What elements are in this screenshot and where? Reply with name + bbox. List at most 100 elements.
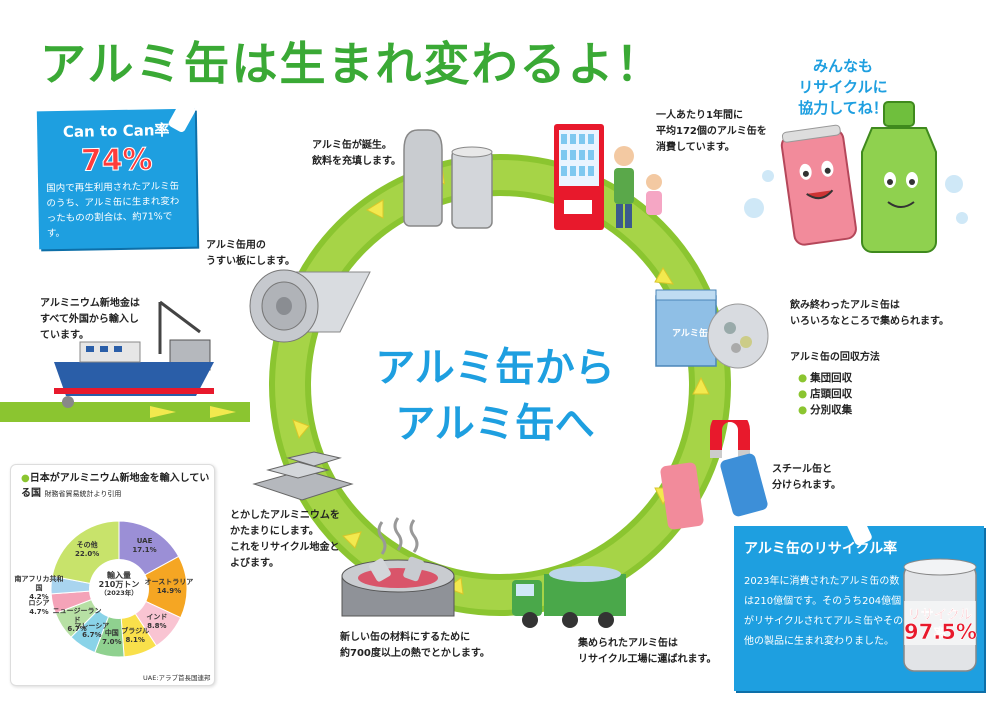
cargo-ship-illustration <box>54 300 214 408</box>
pie-slice-name: インド <box>146 612 168 621</box>
vending-machine-illustration <box>554 124 662 230</box>
pie-slice-value: 6.7% <box>67 625 87 634</box>
step-text: よびます。 <box>230 558 279 569</box>
pie-slice-value: 7.0% <box>102 638 122 647</box>
step-sort-label: スチール缶と 分けられます。 <box>772 462 841 494</box>
pie-center-text: （2023年） <box>100 589 138 597</box>
list-item: 分別収集 <box>798 402 852 418</box>
bin-label: アルミ缶 <box>672 329 708 339</box>
pie-slice <box>117 555 188 619</box>
center-line: アルミ缶から <box>375 345 615 391</box>
import-arrow <box>0 402 250 422</box>
step-transport-label: 集められたアルミ缶は リサイクル工場に運ばれます。 <box>578 636 717 668</box>
pie-slice-name: 中国 <box>104 629 119 638</box>
collection-bin-illustration <box>655 289 769 369</box>
pie-center-text: 210万トン <box>98 580 140 589</box>
step-text: リサイクル工場に運ばれます。 <box>578 654 717 665</box>
pie-slice-name: マレーシア <box>74 621 110 630</box>
pie-note: UAE:アラブ首長国連邦 <box>143 674 211 682</box>
step-text: 飲料を充填します。 <box>312 156 401 167</box>
step-text: アルミ缶用の <box>206 240 266 251</box>
pie-slice-name: ニュージーランド <box>52 607 102 625</box>
pie-slice-value: 8.8% <box>147 621 167 630</box>
pie-center-label: 輸入量 210万トン （2023年） <box>89 571 149 598</box>
step-text: 飲み終わったアルミ缶は <box>790 300 900 311</box>
aluminum-roll-illustration <box>249 269 371 343</box>
pie-source: 財務省貿易統計より引用 <box>44 490 122 498</box>
recycle-rate-desc: 2023年に消費されたアルミ缶の数は210億個です。そのうち204億個がリサイク… <box>744 576 904 647</box>
pie-slice-value: 6.7% <box>82 630 102 639</box>
pie-slice-name: オーストラリア <box>144 578 194 587</box>
pie-slice-name: UAE <box>136 537 153 546</box>
ingot-illustration <box>252 451 354 501</box>
magnet-sorting-illustration <box>660 420 768 530</box>
step-text: 約700度以上の熱でとかします。 <box>340 648 490 659</box>
step-text: かたまりにします。 <box>230 526 319 537</box>
step-melt-label: 新しい缶の材料にするために 約700度以上の熱でとかします。 <box>340 630 490 662</box>
cheer-line: リサイクルに <box>798 78 888 96</box>
can-to-can-desc: 国内で再生利用されたアルミ缶のうち、アルミ缶に生まれ変わったものの割合は、約71… <box>46 180 180 240</box>
list-item: 集団回収 <box>798 370 852 386</box>
step-text: うすい板にします。 <box>206 256 295 267</box>
step-text: 新しい缶の材料にするために <box>340 632 471 643</box>
step-text: 平均172個のアルミ缶を <box>656 126 767 137</box>
step-text: スチール缶と <box>772 464 832 475</box>
pie-slice-name: ブラジル <box>121 627 150 636</box>
pie-title-text: 日本がアルミニウム新地金を輸入している国 <box>21 473 210 499</box>
center-message: アルミ缶から アルミ缶へ <box>345 340 645 452</box>
bullet-icon: ● <box>21 473 30 484</box>
pie-slice-value: 8.1% <box>125 636 145 645</box>
cheer-line: 協力してね！ <box>798 99 888 117</box>
step-text: 分けられます。 <box>772 480 841 491</box>
step-text: アルミニウム新地金は <box>40 298 140 309</box>
step-text: 一人あたり1年間に <box>656 110 743 121</box>
recycle-rate-value: 97.5% <box>904 620 977 645</box>
recycle-rate-label: リサイクル率 <box>907 608 973 642</box>
pie-slice-value: 4.2% <box>29 592 49 601</box>
step-text: すべて外国から輸入し <box>40 314 139 325</box>
center-line: アルミ缶へ <box>395 401 595 447</box>
step-import-label: アルミニウム新地金は すべて外国から輸入し ています。 <box>40 296 140 344</box>
pie-title: ●日本がアルミニウム新地金を輸入している国 財務省貿易統計より引用 <box>21 471 216 502</box>
step-text: アルミ缶が誕生。 <box>312 140 392 151</box>
cheer-text: みんなも リサイクルに 協力してね！ <box>788 56 898 119</box>
cheer-line: みんなも <box>812 57 873 75</box>
step-ingot-label: とかしたアルミニウムを かたまりにします。 これをリサイクル地金と よびます。 <box>230 508 340 572</box>
recycle-can-illustration <box>903 558 977 672</box>
can-to-can-value: 74% <box>80 142 153 179</box>
step-sheet-label: アルミ缶用の うすい板にします。 <box>206 238 295 270</box>
pie-slice-name: その他 <box>76 541 98 550</box>
recycle-rate-card: アルミ缶のリサイクル率 2023年に消費されたアルミ缶の数は210億個です。その… <box>734 513 984 691</box>
step-text: いろいろなところで集められます。 <box>790 316 949 327</box>
mascot-cans-illustration <box>744 101 968 253</box>
pie-center-text: 輸入量 <box>107 571 131 580</box>
pie-slice-value: 4.7% <box>29 608 49 617</box>
page-title: アルミ缶は生まれ変わるよ！ <box>40 37 664 91</box>
pie-slice-name: 南アフリカ共和国 <box>14 574 64 592</box>
step-text: 集められたアルミ缶は <box>578 638 678 649</box>
can-to-can-card: Can to Can率 74% 国内で再生利用されたアルミ缶のうち、アルミ缶に生… <box>36 100 198 250</box>
step-text: 消費しています。 <box>656 142 735 153</box>
list-item: 店頭回収 <box>798 386 852 402</box>
step-text: ています。 <box>40 330 89 341</box>
truck-illustration <box>512 566 626 628</box>
import-pie-card: ●日本がアルミニウム新地金を輸入している国 財務省貿易統計より引用 輸入量 21… <box>10 464 215 686</box>
step-collect-label: 飲み終わったアルミ缶は いろいろなところで集められます。 <box>790 298 949 330</box>
step-text: これをリサイクル地金と <box>230 542 340 553</box>
pie-slice-value: 17.1% <box>132 546 157 555</box>
collection-title: アルミ缶の回収方法 <box>790 352 880 363</box>
pie-slice-value: 22.0% <box>75 550 100 559</box>
pie-slice-value: 14.9% <box>156 587 182 596</box>
step-consume-label: 一人あたり1年間に 平均172個のアルミ缶を 消費しています。 <box>656 108 767 156</box>
pie-slice-name: ロシア <box>28 599 50 608</box>
pie-chart <box>50 520 188 658</box>
step-born-label: アルミ缶が誕生。 飲料を充填します。 <box>312 138 401 170</box>
